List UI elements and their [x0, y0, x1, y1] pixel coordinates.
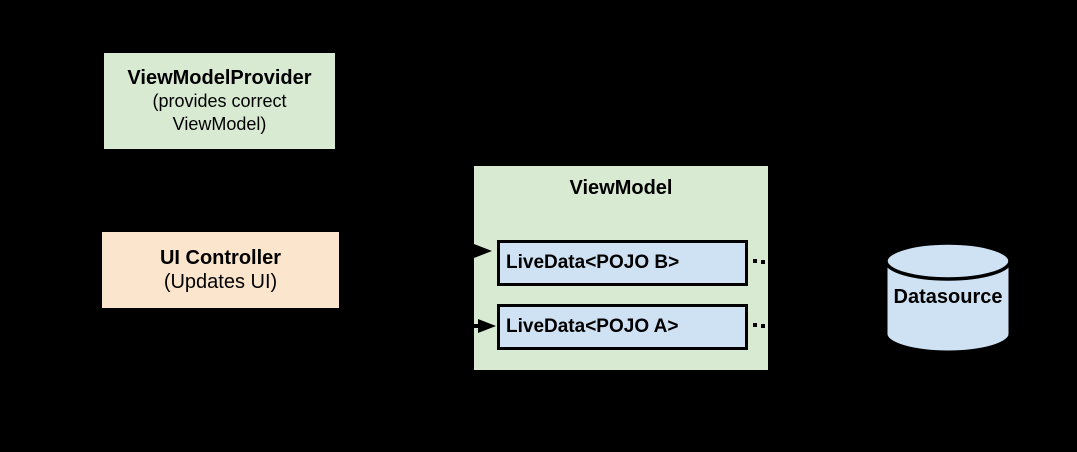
datasource-label: Datasource	[893, 286, 1003, 308]
arrowhead-icon	[478, 319, 496, 333]
ui-controller-subtitle: (Updates UI)	[163, 270, 278, 293]
arrowhead-icon	[474, 244, 492, 258]
dotted-line-fragment	[761, 260, 765, 264]
livedata-pojo-a-node: LiveData<POJO A>	[497, 304, 748, 350]
cylinder-top	[884, 241, 1012, 281]
livedata-pojo-a-label: LiveData<POJO A>	[506, 316, 679, 337]
viewmodelprovider-subtitle: (provides correct ViewModel)	[152, 90, 287, 134]
livedata-pojo-b-node: LiveData<POJO B>	[497, 240, 748, 286]
dotted-line-fragment	[753, 323, 757, 327]
ui-controller-node: UI Controller (Updates UI)	[102, 232, 339, 308]
livedata-pojo-b-label: LiveData<POJO B>	[506, 252, 680, 273]
datasource-cylinder	[884, 241, 1012, 354]
viewmodel-title: ViewModel	[569, 177, 673, 199]
cylinder-body	[884, 259, 1012, 354]
ui-controller-title: UI Controller	[159, 246, 282, 269]
viewmodelprovider-node: ViewModelProvider (provides correct View…	[104, 53, 335, 149]
viewmodelprovider-title: ViewModelProvider	[127, 66, 312, 89]
dotted-line-fragment	[761, 324, 765, 328]
dotted-line-fragment	[753, 259, 757, 263]
arrow-line-fragment	[466, 324, 480, 328]
